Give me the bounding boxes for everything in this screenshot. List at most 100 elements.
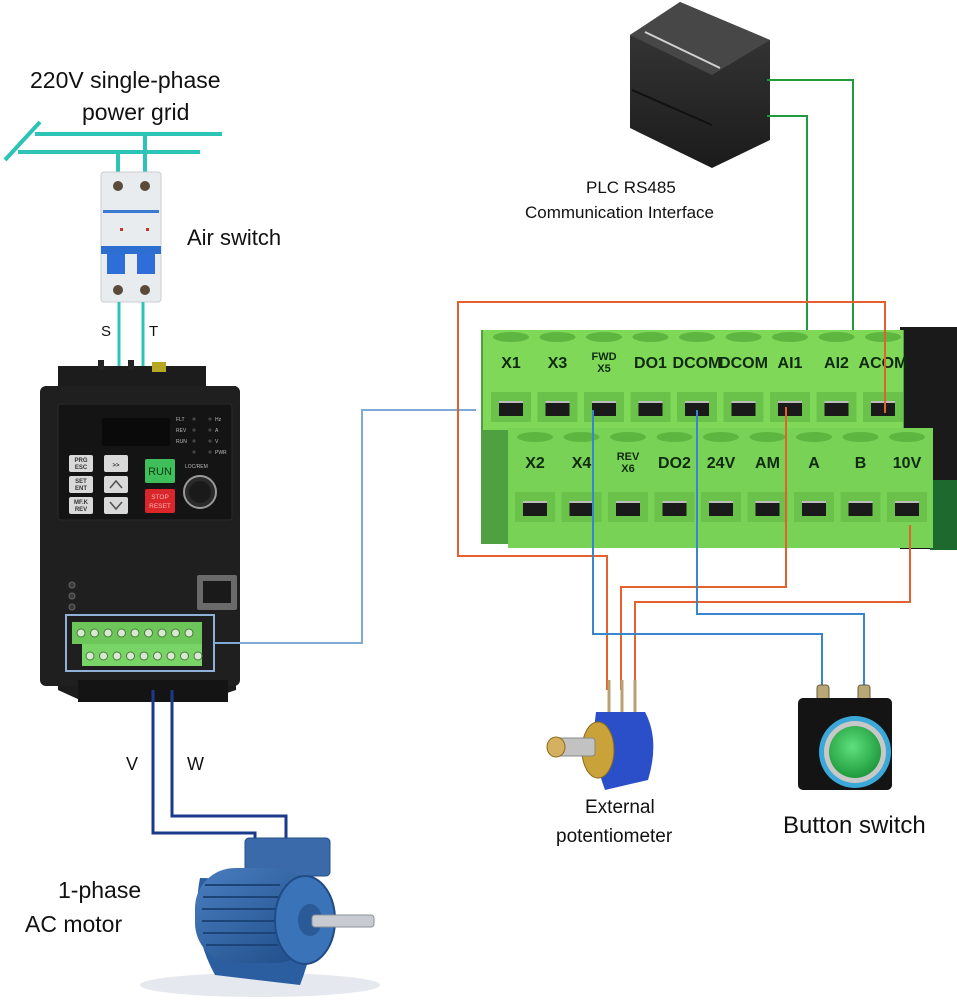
stop-reset-key[interactable]: STOP RESET (145, 489, 175, 513)
terminal-slot (638, 401, 663, 416)
terminal-do1[interactable]: DO1 (630, 332, 671, 422)
terminal-slot (824, 401, 849, 416)
mfk-rev-key[interactable]: MF.K REV (69, 497, 93, 514)
set-ent-key[interactable]: SET ENT (69, 476, 93, 493)
terminal-slot (592, 401, 616, 416)
terminal-label: ACOM (859, 355, 908, 372)
mini-terminal-screw (90, 628, 99, 638)
screw-hole (772, 332, 808, 342)
run-key[interactable]: RUN (145, 459, 175, 483)
terminal-24v[interactable]: 24V (701, 432, 741, 522)
terminal-clamp (824, 401, 849, 403)
terminal-label: X3 (548, 355, 568, 372)
power-grid-label-line2: power grid (82, 99, 189, 125)
terminal-slot (895, 501, 919, 516)
screw-hole (632, 332, 669, 342)
terminal-clamp (685, 401, 709, 403)
terminal-clamp (755, 501, 780, 503)
terminal-slot (709, 501, 733, 516)
status-led (68, 581, 76, 589)
terminal-slot (755, 501, 780, 516)
terminal-x4[interactable]: X4 (561, 432, 602, 522)
led-dot (192, 450, 196, 454)
air-switch: Air switch (100, 171, 281, 303)
air-switch-toggle-right[interactable] (137, 254, 155, 274)
screw-hole (679, 332, 715, 342)
terminal-clamp (662, 501, 687, 503)
prg-key-label-1: PRG (74, 458, 87, 464)
terminal-b[interactable]: B (840, 432, 881, 522)
wire-w (170, 690, 288, 855)
prg-key-label-2: ESC (75, 465, 88, 471)
mini-terminal-screw (130, 628, 140, 638)
terminal-label: AI2 (824, 355, 849, 372)
led-dot (208, 450, 212, 454)
mini-terminal-screw (184, 628, 194, 638)
mini-terminal-screw (126, 651, 135, 661)
terminal-10v[interactable]: 10V (887, 432, 927, 522)
pot-shaft-tip (546, 736, 566, 758)
terminal-acom[interactable]: ACOM (859, 332, 908, 422)
screw-hole (703, 432, 739, 442)
terminal-label: FWD (591, 351, 616, 363)
terminal-ai1[interactable]: AI1 (770, 332, 810, 422)
terminal-ai2[interactable]: AI2 (816, 332, 857, 422)
mini-terminal-screw (171, 628, 180, 638)
prg-esc-key[interactable]: PRG ESC (69, 455, 93, 472)
display-screen (102, 418, 170, 446)
screw-hole (725, 332, 762, 342)
mini-terminal-screw (157, 628, 167, 638)
potentiometer-knob[interactable] (183, 475, 217, 509)
terminal-x1[interactable]: X1 (491, 332, 531, 422)
up-key[interactable] (104, 476, 128, 493)
screw-hole (539, 332, 576, 342)
terminal-sublabel: X6 (621, 463, 634, 475)
terminal-clamp (848, 501, 873, 503)
phase-s-label: S (101, 323, 111, 340)
air-switch-screw (113, 285, 123, 295)
terminal-clamp (523, 501, 547, 503)
terminal-do2[interactable]: DO2 (654, 432, 695, 522)
terminal-am[interactable]: AM (747, 432, 788, 522)
terminal-slot (545, 401, 570, 416)
terminal-label: X1 (501, 355, 521, 372)
terminal-label: X4 (572, 455, 592, 472)
terminal-label: DO1 (634, 355, 667, 372)
shift-key-label: >> (112, 463, 120, 469)
terminal-slot (848, 501, 873, 516)
motor-label-line1: 1-phase (58, 877, 141, 903)
button-switch[interactable]: Button switch (783, 684, 926, 839)
terminal-dcom[interactable]: DCOM (719, 332, 768, 422)
grid-diagonal-line (3, 120, 42, 162)
terminal-label: A (808, 455, 820, 472)
terminal-label: DO2 (658, 455, 691, 472)
terminal-label: X2 (525, 455, 545, 472)
terminal-slot (499, 401, 523, 416)
air-switch-screw (140, 181, 150, 191)
motor-hub (298, 904, 322, 936)
terminal-label: AM (755, 455, 780, 472)
terminal-x3[interactable]: X3 (537, 332, 578, 422)
shift-key[interactable]: >> (104, 455, 128, 472)
wire-10v (634, 525, 911, 690)
led-label-run: RUN (176, 439, 187, 445)
stop-key-label-1: STOP (151, 494, 169, 501)
stop-key-label-2: RESET (149, 503, 171, 510)
down-key[interactable] (104, 497, 128, 514)
mfk-key-label-1: MF.K (74, 500, 89, 506)
terminal-clamp (871, 401, 895, 403)
mini-terminal-screw (193, 651, 203, 661)
terminal-x2[interactable]: X2 (515, 432, 555, 522)
green-push-button[interactable] (829, 726, 881, 778)
air-switch-toggle-left[interactable] (107, 254, 125, 274)
rj45-port[interactable] (197, 575, 237, 610)
external-potentiometer[interactable]: External potentiometer (546, 680, 673, 847)
terminal-slot (802, 501, 826, 516)
terminal-slot (523, 501, 547, 516)
terminal-a[interactable]: A (794, 432, 834, 522)
terminal-clamp (709, 501, 733, 503)
